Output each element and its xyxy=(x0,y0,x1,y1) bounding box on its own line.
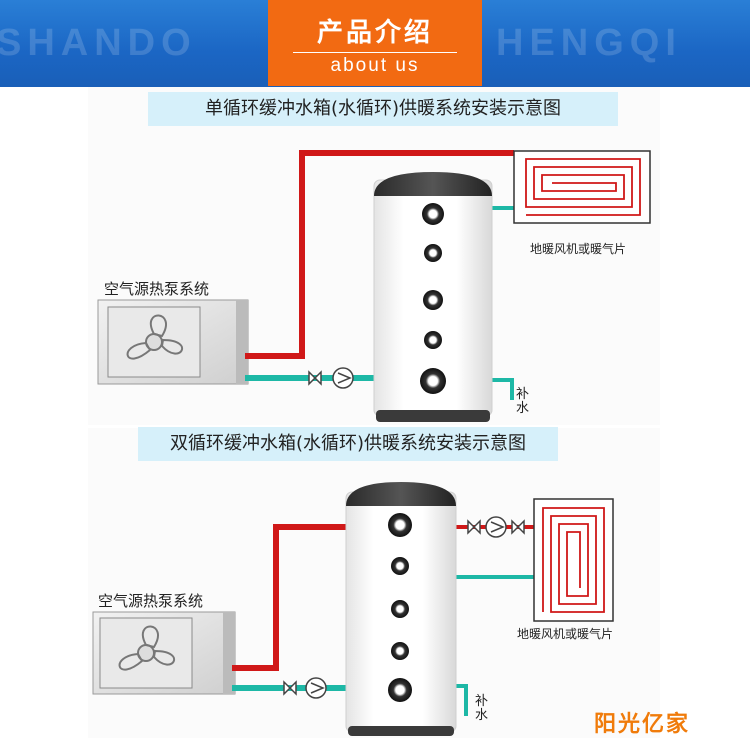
makeup-water-label-top-2: 水 xyxy=(516,401,529,416)
pump-valve-bottom-right xyxy=(467,516,525,538)
brand-watermark: 阳光亿家 xyxy=(594,712,691,737)
header-title-en: about us xyxy=(330,55,420,76)
pump-valve-top xyxy=(308,367,354,389)
makeup-pipe-bottom xyxy=(455,684,468,716)
hot-pipe-bottom xyxy=(232,524,346,671)
makeup-pipe-top xyxy=(490,378,514,400)
pump-valve-bottom-left xyxy=(283,677,327,699)
floor-heating-panel-bottom xyxy=(533,498,614,622)
floor-heating-panel-top xyxy=(513,150,651,224)
header-banner: SHANDO HENGQI 产品介绍 about us xyxy=(0,0,750,87)
makeup-water-label-top-1: 补 xyxy=(516,387,529,402)
makeup-water-label-bottom-2: 水 xyxy=(475,708,488,723)
hot-pipe-top xyxy=(245,150,514,359)
header-bg-word-left: SHANDO xyxy=(0,22,197,64)
heat-pump-unit-top xyxy=(97,299,249,385)
floor-heating-label-top: 地暖风机或暖气片 xyxy=(530,241,626,256)
diagram-bottom: 空气源热泵系统 xyxy=(92,482,614,736)
diagram-top-title: 单循环缓冲水箱(水循环)供暖系统安装示意图 xyxy=(148,92,618,126)
makeup-water-label-bottom-1: 补 xyxy=(475,694,488,709)
buffer-tank-bottom xyxy=(345,482,457,736)
floor-heating-label-bottom: 地暖风机或暖气片 xyxy=(517,626,613,641)
header-bg-word-right: HENGQI xyxy=(496,22,682,64)
heat-pump-label-bottom: 空气源热泵系统 xyxy=(98,592,203,610)
diagram-bottom-title: 双循环缓冲水箱(水循环)供暖系统安装示意图 xyxy=(138,427,558,461)
heat-pump-unit-bottom xyxy=(92,611,236,695)
heat-pump-label-top: 空气源热泵系统 xyxy=(104,280,209,298)
header-title-divider xyxy=(293,52,457,53)
header-title-box: 产品介绍 about us xyxy=(268,0,482,86)
buffer-tank-top xyxy=(373,172,493,422)
header-title-cn: 产品介绍 xyxy=(316,18,433,48)
diagram-top: 空气源热泵系统 地暖风机或暖气片 xyxy=(97,150,651,422)
